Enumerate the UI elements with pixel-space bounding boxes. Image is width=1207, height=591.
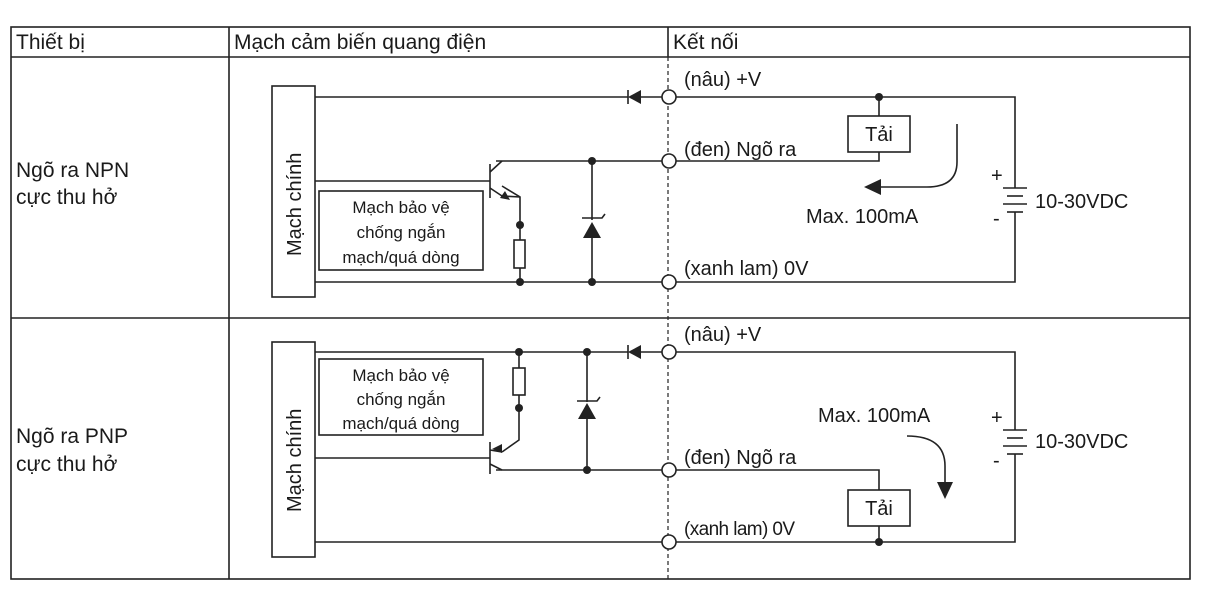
npn-current-arrow xyxy=(877,124,958,188)
pnp-blue-label: (xanh lam) 0V xyxy=(684,519,795,540)
npn-black-label: (đen) Ngõ ra xyxy=(684,139,797,161)
npn-junction-dot xyxy=(516,221,524,229)
npn-diode xyxy=(628,90,641,104)
pnp-protection-line2: chống ngắn xyxy=(357,390,446,409)
pnp-supply-label: 10-30VDC xyxy=(1035,431,1128,453)
pnp-protection-line1: Mạch bảo vệ xyxy=(352,366,449,385)
npn-resistor xyxy=(513,239,526,269)
pnp-junction-dot xyxy=(583,348,591,356)
npn-supply-label: 10-30VDC xyxy=(1035,191,1128,213)
npn-protection-line2: chống ngắn xyxy=(357,223,446,242)
npn-row: Ngõ ra NPN cực thu hở Mạch chính Mạch bả… xyxy=(16,69,1128,298)
npn-blue-label: (xanh lam) 0V xyxy=(684,258,809,280)
npn-terminal-black xyxy=(661,153,677,169)
pnp-brown-label: (nâu) +V xyxy=(684,324,762,346)
pnp-row: Ngõ ra PNP cực thu hở Mạch chính Mạch bả… xyxy=(16,324,1128,558)
pnp-current-arrowhead xyxy=(937,482,953,499)
npn-terminal-blue xyxy=(661,274,677,290)
header-device: Thiết bị xyxy=(16,31,85,54)
npn-brown-label: (nâu) +V xyxy=(684,69,762,91)
npn-battery-symbol xyxy=(1003,187,1027,213)
pnp-zener-bar xyxy=(577,396,601,402)
npn-junction-dot xyxy=(875,93,883,101)
pnp-protection-line3: mạch/quá dòng xyxy=(342,414,459,433)
pnp-main-circuit-box xyxy=(271,341,316,558)
pnp-battery-minus: - xyxy=(993,450,1000,472)
pnp-junction-dot xyxy=(515,348,523,356)
npn-max-current: Max. 100mA xyxy=(806,206,919,228)
npn-main-circuit-label: Mạch chính xyxy=(284,153,306,256)
pnp-terminal-brown xyxy=(661,344,677,360)
npn-transistor-emitter xyxy=(489,187,503,197)
pnp-battery-symbol xyxy=(1003,429,1027,455)
npn-emitter-lead xyxy=(501,195,521,198)
table-grid xyxy=(10,26,1191,580)
npn-battery-plus: + xyxy=(991,165,1003,187)
pnp-protection-box xyxy=(318,358,484,436)
pnp-device-label: Ngõ ra PNP xyxy=(16,425,128,448)
npn-junction-dot xyxy=(516,278,524,286)
npn-device-label: Ngõ ra NPN xyxy=(16,159,129,182)
npn-main-circuit-box xyxy=(271,85,316,298)
npn-current-arrowhead xyxy=(864,179,881,195)
npn-protection-line1: Mạch bảo vệ xyxy=(352,198,449,217)
npn-load-box xyxy=(847,115,911,153)
pnp-device-sublabel: cực thu hở xyxy=(16,453,118,476)
pnp-wires xyxy=(315,351,1016,543)
pnp-transistor-collector xyxy=(489,463,503,471)
npn-transistor-collector xyxy=(489,160,503,173)
header-circuit: Mạch cảm biến quang điện xyxy=(234,31,486,54)
npn-load-label: Tải xyxy=(865,124,893,146)
pnp-resistor xyxy=(512,367,526,396)
npn-junction-dot xyxy=(588,157,596,165)
header-connection: Kết nối xyxy=(673,31,738,54)
pnp-load-box xyxy=(847,489,911,527)
npn-zener-diode xyxy=(583,222,601,238)
npn-junction-dot xyxy=(588,278,596,286)
pnp-main-circuit-label: Mạch chính xyxy=(284,409,306,512)
pnp-current-arrow xyxy=(906,435,946,484)
pnp-junction-dot xyxy=(583,466,591,474)
pnp-black-label: (đen) Ngõ ra xyxy=(684,447,797,469)
pnp-zener-diode xyxy=(578,403,596,419)
pnp-max-current: Max. 100mA xyxy=(818,405,931,427)
npn-protection-box xyxy=(318,190,484,271)
pnp-junction-dot xyxy=(875,538,883,546)
npn-terminal-brown xyxy=(661,89,677,105)
npn-protection-line3: mạch/quá dòng xyxy=(342,248,459,267)
pnp-load-label: Tải xyxy=(865,498,893,520)
pnp-terminal-black xyxy=(661,462,677,478)
pnp-emitter-arrow xyxy=(492,444,502,453)
npn-battery-minus: - xyxy=(993,208,1000,230)
npn-device-sublabel: cực thu hở xyxy=(16,186,118,209)
npn-zener-bar xyxy=(582,213,606,219)
pnp-battery-plus: + xyxy=(991,407,1003,429)
pnp-junction-dot xyxy=(515,404,523,412)
pnp-terminal-blue xyxy=(661,534,677,550)
pnp-diode xyxy=(628,345,641,359)
